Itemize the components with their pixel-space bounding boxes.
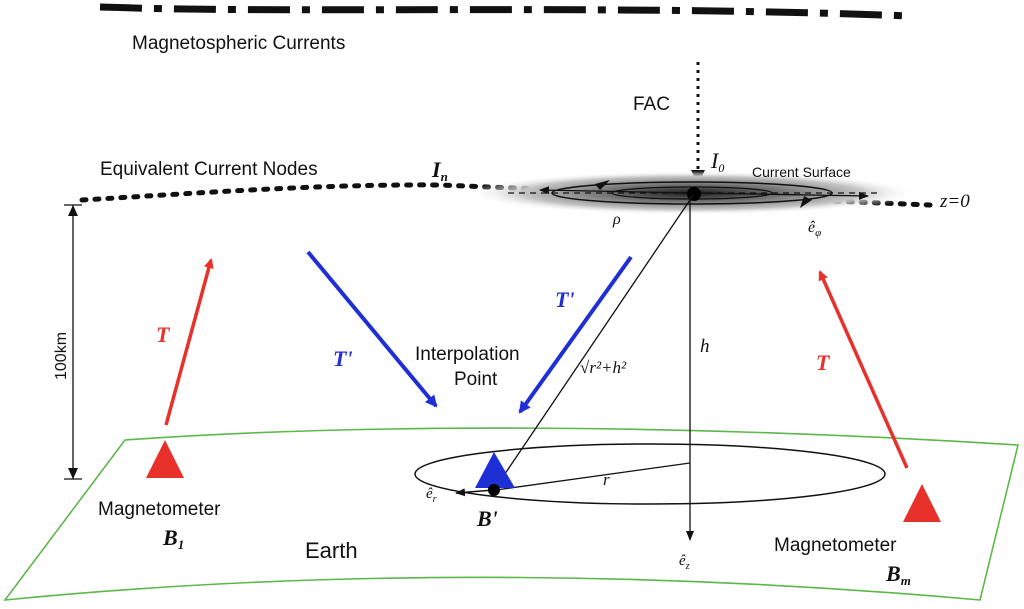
t-prime-label-right: T'	[555, 287, 575, 312]
magnetospheric-currents-line	[99, 3, 911, 20]
current-loop-arrow-right	[800, 196, 812, 208]
sqrt-label: √r²+h²	[580, 358, 627, 377]
magnetometer-right-label: Magnetometer	[774, 535, 897, 556]
magnetometer-bm-marker	[903, 484, 941, 522]
magnetospheric-currents-label: Magnetospheric Currents	[132, 33, 345, 54]
magnetometer-b1-marker	[146, 440, 184, 478]
fac-label: FAC	[633, 94, 670, 115]
ground-circle	[414, 443, 886, 505]
b1-label: B1	[162, 525, 184, 552]
t-prime-label-left: T'	[333, 346, 353, 371]
scale-arrow-up	[68, 205, 78, 216]
t-label-right: T	[816, 350, 831, 375]
interpolation-point-label-line2: Point	[454, 369, 498, 390]
h-label: h	[700, 336, 710, 357]
e-phi-label: êφ	[808, 219, 821, 239]
earth-surface	[3, 427, 1020, 601]
z-equals-zero-label: z=0	[939, 191, 970, 212]
current-surface-label: Current Surface	[752, 164, 851, 180]
interpolation-point-dot	[488, 484, 500, 496]
t-prime-arrow-left	[306, 250, 438, 408]
slant-line	[493, 193, 695, 491]
rho-arrow	[539, 186, 693, 195]
b-prime-label: B'	[476, 506, 498, 531]
t-arrow-right	[818, 270, 909, 469]
earth-label: Earth	[305, 538, 358, 563]
scale-arrow-down	[68, 468, 78, 479]
e-r-label: êr	[426, 486, 437, 505]
equivalent-current-nodes-line	[79, 182, 933, 208]
interpolation-point-label-line1: Interpolation	[415, 344, 520, 365]
scale-label: 100km	[53, 332, 70, 380]
current-loop-arrow	[595, 180, 610, 190]
radius-r-line	[495, 462, 691, 491]
equivalent-current-nodes-label: Equivalent Current Nodes	[100, 159, 318, 180]
t-label-left: T	[156, 322, 171, 347]
t-arrow-left	[164, 258, 214, 426]
e-z-label: êz	[679, 553, 690, 572]
rho-arrow-right	[691, 191, 869, 200]
magnetometer-left-label: Magnetometer	[98, 499, 221, 520]
e-r-arrow	[455, 488, 495, 497]
i-n-label: In	[431, 157, 448, 184]
interpolation-point-marker	[475, 452, 515, 488]
bm-label: Bm	[885, 561, 911, 588]
rho-label: ρ	[612, 211, 621, 228]
t-prime-arrow-right	[518, 255, 633, 414]
r-label: r	[603, 470, 610, 489]
i-0-label: I0	[710, 148, 724, 175]
